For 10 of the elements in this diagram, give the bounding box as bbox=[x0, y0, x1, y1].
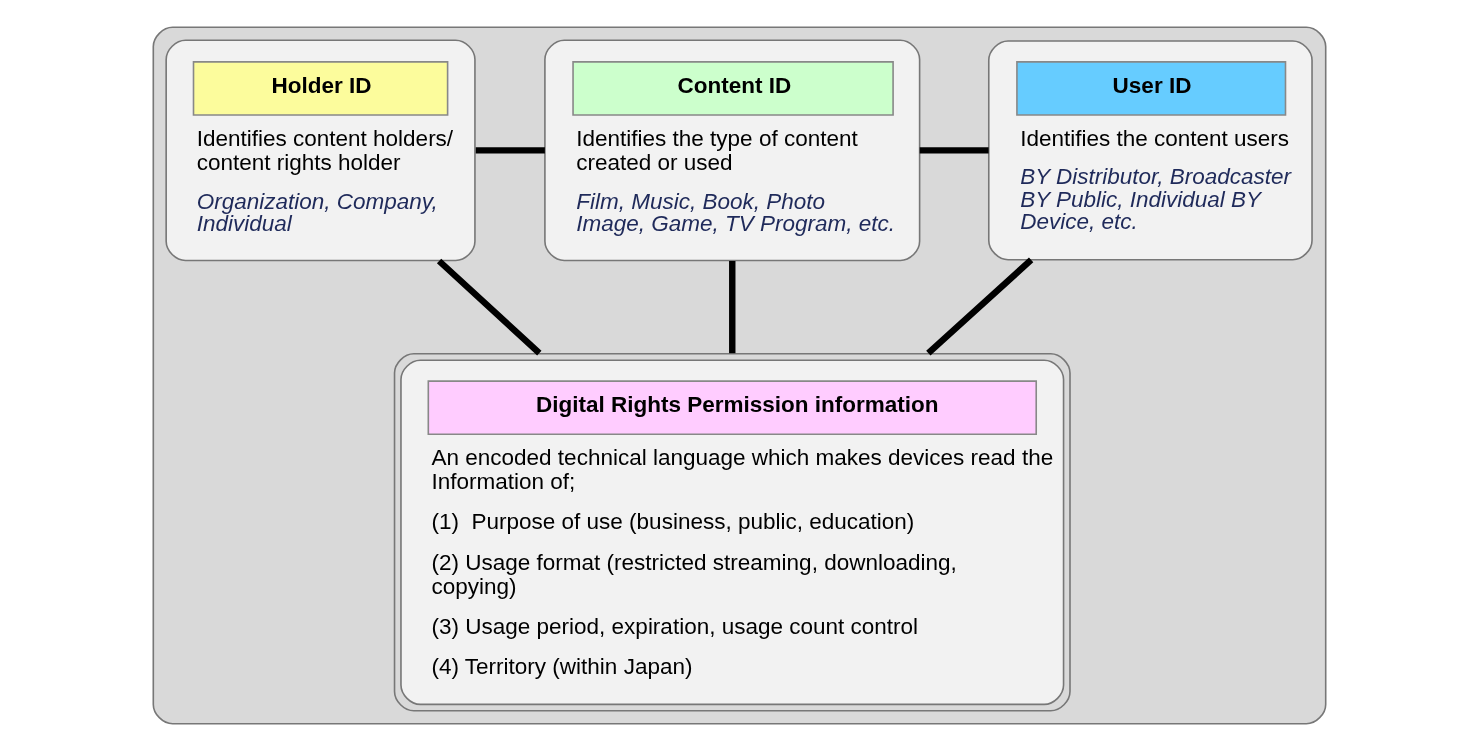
node-box: Holder ID Identifies content holders/ content rights holder Organization, Company, Individual bbox=[165, 39, 476, 262]
node-box: Digital Rights Permission information An encoded technical language which makes devices read the Information of; (1) Purpose of use (business, public, education) (2) Usage format (restricted streaming, downloading, copying) (3) Usage period, expiration, usage count control (4) Territory (within Japan) bbox=[393, 353, 1071, 712]
connector bbox=[926, 257, 1034, 356]
connector bbox=[436, 258, 542, 356]
node-box: Content ID Identifies the type of content created or used Film, Music, Book, Photo Image, Game, TV Program, etc. bbox=[544, 39, 921, 262]
connector bbox=[475, 147, 545, 154]
connector bbox=[919, 147, 989, 154]
cluster bbox=[152, 26, 1327, 725]
node-box: User ID Identifies the content users BY Distributor, Broadcaster BY Public, Individual BY Device, etc. bbox=[987, 40, 1313, 261]
connector bbox=[729, 261, 736, 354]
